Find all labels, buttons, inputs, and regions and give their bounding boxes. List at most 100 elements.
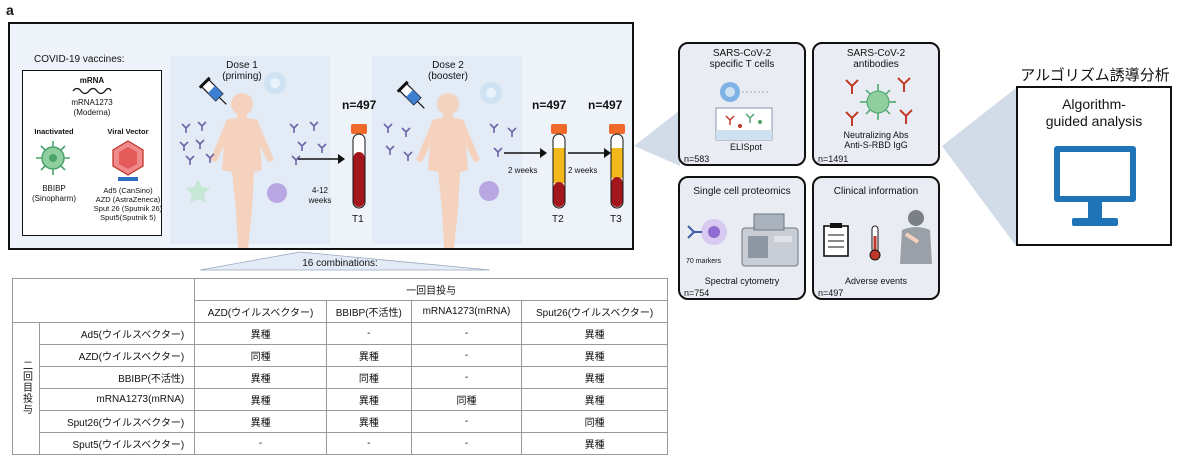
assay-n: n=1491 — [818, 154, 849, 164]
viral-item: Ad5 (CanSino) — [103, 186, 153, 195]
mrna-item: (Moderna) — [73, 108, 111, 117]
mrna-item: mRNA1273 — [71, 98, 113, 107]
assay-n: n=754 — [684, 288, 710, 298]
mrna-strand-icon — [72, 87, 112, 95]
table-cell: 異種 — [194, 366, 327, 389]
table-cell: 異種 — [325, 410, 412, 433]
timepoint-t1: T1 — [352, 214, 364, 225]
table-cell: - — [410, 366, 523, 389]
vaccines-title: COVID-19 vaccines: — [34, 54, 125, 65]
antibody-cluster-icon — [289, 121, 327, 165]
antibody-cluster-icon — [179, 121, 215, 165]
person-figure — [416, 93, 480, 248]
algorithm-jp-title: アルゴリズム誘導分析 — [1020, 67, 1170, 84]
syringe-icon — [198, 76, 227, 105]
assay-caption: Anti-S-RBD IgG — [844, 140, 908, 150]
cytometer-icon — [741, 213, 799, 267]
elispot-plate-icon — [715, 82, 773, 141]
column-header: AZD(ウイルスベクター) — [194, 300, 327, 323]
table-cell: - — [410, 322, 523, 345]
table-cell: - — [194, 432, 327, 455]
table-cell: 異種 — [325, 344, 412, 367]
blood-tube-t1-icon — [351, 124, 367, 209]
table-row: mRNA1273(mRNA)異種異種同種異種 — [13, 388, 668, 411]
table-corner — [11, 278, 196, 323]
interval-label: 2 weeks — [508, 166, 538, 175]
table-cell: 異種 — [521, 388, 668, 411]
interval-label: weeks — [308, 196, 332, 205]
sick-person-icon — [900, 210, 932, 264]
algorithm-en-title: Algorithm- — [1062, 96, 1126, 112]
tube-t3-n: n=497 — [588, 98, 623, 112]
timepoint-t2: T2 — [552, 214, 564, 225]
arrow-icon — [298, 154, 345, 164]
inactivated-title: Inactivated — [34, 127, 74, 136]
table-row: Sput26(ウイルスベクター)異種異種-同種 — [13, 410, 668, 433]
blood-tube-t3-icon — [609, 124, 625, 209]
cell-icon — [480, 82, 502, 104]
table-cell: 異種 — [194, 322, 327, 345]
viral-vector-title: Viral Vector — [107, 127, 149, 136]
assay-card-clinical: Clinical information Adverse events n=49… — [812, 176, 940, 300]
arrow-icon — [568, 148, 611, 158]
column-header: BBIBP(不活性) — [325, 300, 412, 323]
dose1-label: Dose 1 — [226, 60, 258, 71]
table-cell: 同種 — [410, 388, 523, 411]
syringe-icon — [396, 80, 425, 109]
interval-label: 2 weeks — [568, 166, 598, 175]
table-cell: - — [410, 410, 523, 433]
dose1-label: (priming) — [222, 71, 262, 82]
assay-caption: Spectral cytometry — [704, 276, 780, 286]
assay-caption: Adverse events — [844, 276, 908, 286]
mrna-title: mRNA — [79, 76, 105, 85]
assay-title: specific T cells — [709, 59, 775, 70]
viral-item: Sput5(Sputnik 5) — [100, 213, 156, 222]
table-row: BBIBP(不活性)異種同種-異種 — [13, 366, 668, 389]
row-group-header: 二回目投与 — [20, 359, 32, 415]
table-cell: 異種 — [194, 388, 327, 411]
row-header: Sput26(ウイルスベクター) — [38, 410, 196, 433]
column-group-header: 一回目投与 — [194, 278, 668, 301]
assay-title: antibodies — [853, 59, 899, 70]
tube-t1-n: n=497 — [342, 98, 377, 112]
table-cell: 同種 — [325, 366, 412, 389]
antibody-virus-icon — [845, 77, 913, 126]
assay-n: n=583 — [684, 154, 710, 164]
assay-caption: Neutralizing Abs — [843, 130, 909, 140]
cell-marker-icon — [687, 219, 727, 245]
blood-tube-t2-icon — [551, 124, 567, 209]
table-cell: 異種 — [521, 322, 668, 345]
cell-icon — [267, 183, 287, 203]
cell-icon — [186, 180, 210, 203]
assay-card-antibodies: SARS-CoV-2 antibodies Neutralizing Abs A… — [812, 42, 940, 166]
table-cell: 異種 — [325, 388, 412, 411]
thermometer-icon — [869, 225, 881, 261]
antibody-cluster-icon — [489, 123, 517, 157]
dose2-label: Dose 2 — [432, 60, 464, 71]
monitor-icon — [1054, 146, 1136, 226]
assay-title: Clinical information — [833, 186, 919, 197]
table-cell: 異種 — [194, 410, 327, 433]
table-row: AZD(ウイルスベクター)同種異種-異種 — [13, 344, 668, 367]
row-header: Ad5(ウイルスベクター) — [38, 322, 196, 345]
table-cell: 異種 — [521, 344, 668, 367]
assay-n: n=497 — [818, 288, 844, 298]
assay-title: Single cell proteomics — [693, 186, 791, 197]
viral-vector-icon — [112, 140, 144, 181]
inactivated-item: (Sinopharm) — [31, 194, 76, 203]
combinations-label: 16 combinations: — [302, 258, 378, 269]
row-header: BBIBP(不活性) — [38, 366, 196, 389]
cell-icon — [479, 181, 499, 201]
table-cell: 異種 — [521, 366, 668, 389]
row-header: AZD(ウイルスベクター) — [38, 344, 196, 367]
row-header: Sput5(ウイルスベクター) — [38, 432, 196, 455]
panel-label: a — [6, 2, 14, 18]
assay-card-t-cells: SARS-CoV-2 specific T cells ELISpot n=58… — [678, 42, 806, 166]
table-cell: - — [410, 432, 523, 455]
table-cell: - — [410, 344, 523, 367]
table-cell: - — [325, 432, 412, 455]
assay-title: SARS-CoV-2 — [712, 48, 772, 59]
assay-title: SARS-CoV-2 — [846, 48, 906, 59]
